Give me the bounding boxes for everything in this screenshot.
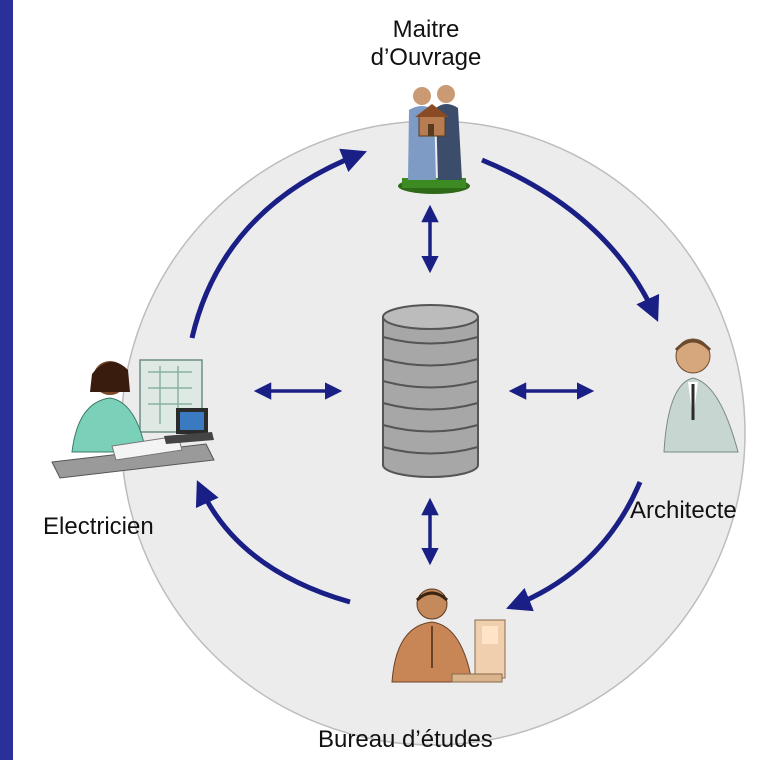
architect-person-icon (663, 338, 739, 453)
maitre-ouvrage-line2: d’Ouvrage (370, 44, 482, 71)
electricien-label: Electricien (43, 513, 154, 540)
database-icon (382, 304, 479, 478)
engineer-at-computer-icon (391, 588, 506, 683)
arrow-bureau-to-electricien (195, 480, 351, 605)
bureau-etudes-label: Bureau d’études (318, 726, 493, 753)
couple-with-house-icon (398, 85, 470, 194)
arrow-maitre-to-architecte (481, 157, 660, 322)
arrow-architecte-to-bureau (506, 481, 643, 612)
arrow-electricien-to-maitre (189, 148, 367, 339)
maitre-ouvrage-line1: Maitre (392, 16, 460, 43)
architecte-label: Architecte (630, 497, 737, 524)
electrician-at-desk-icon (51, 359, 215, 479)
maitre-ouvrage-label: Maitre d’Ouvrage (336, 16, 516, 72)
